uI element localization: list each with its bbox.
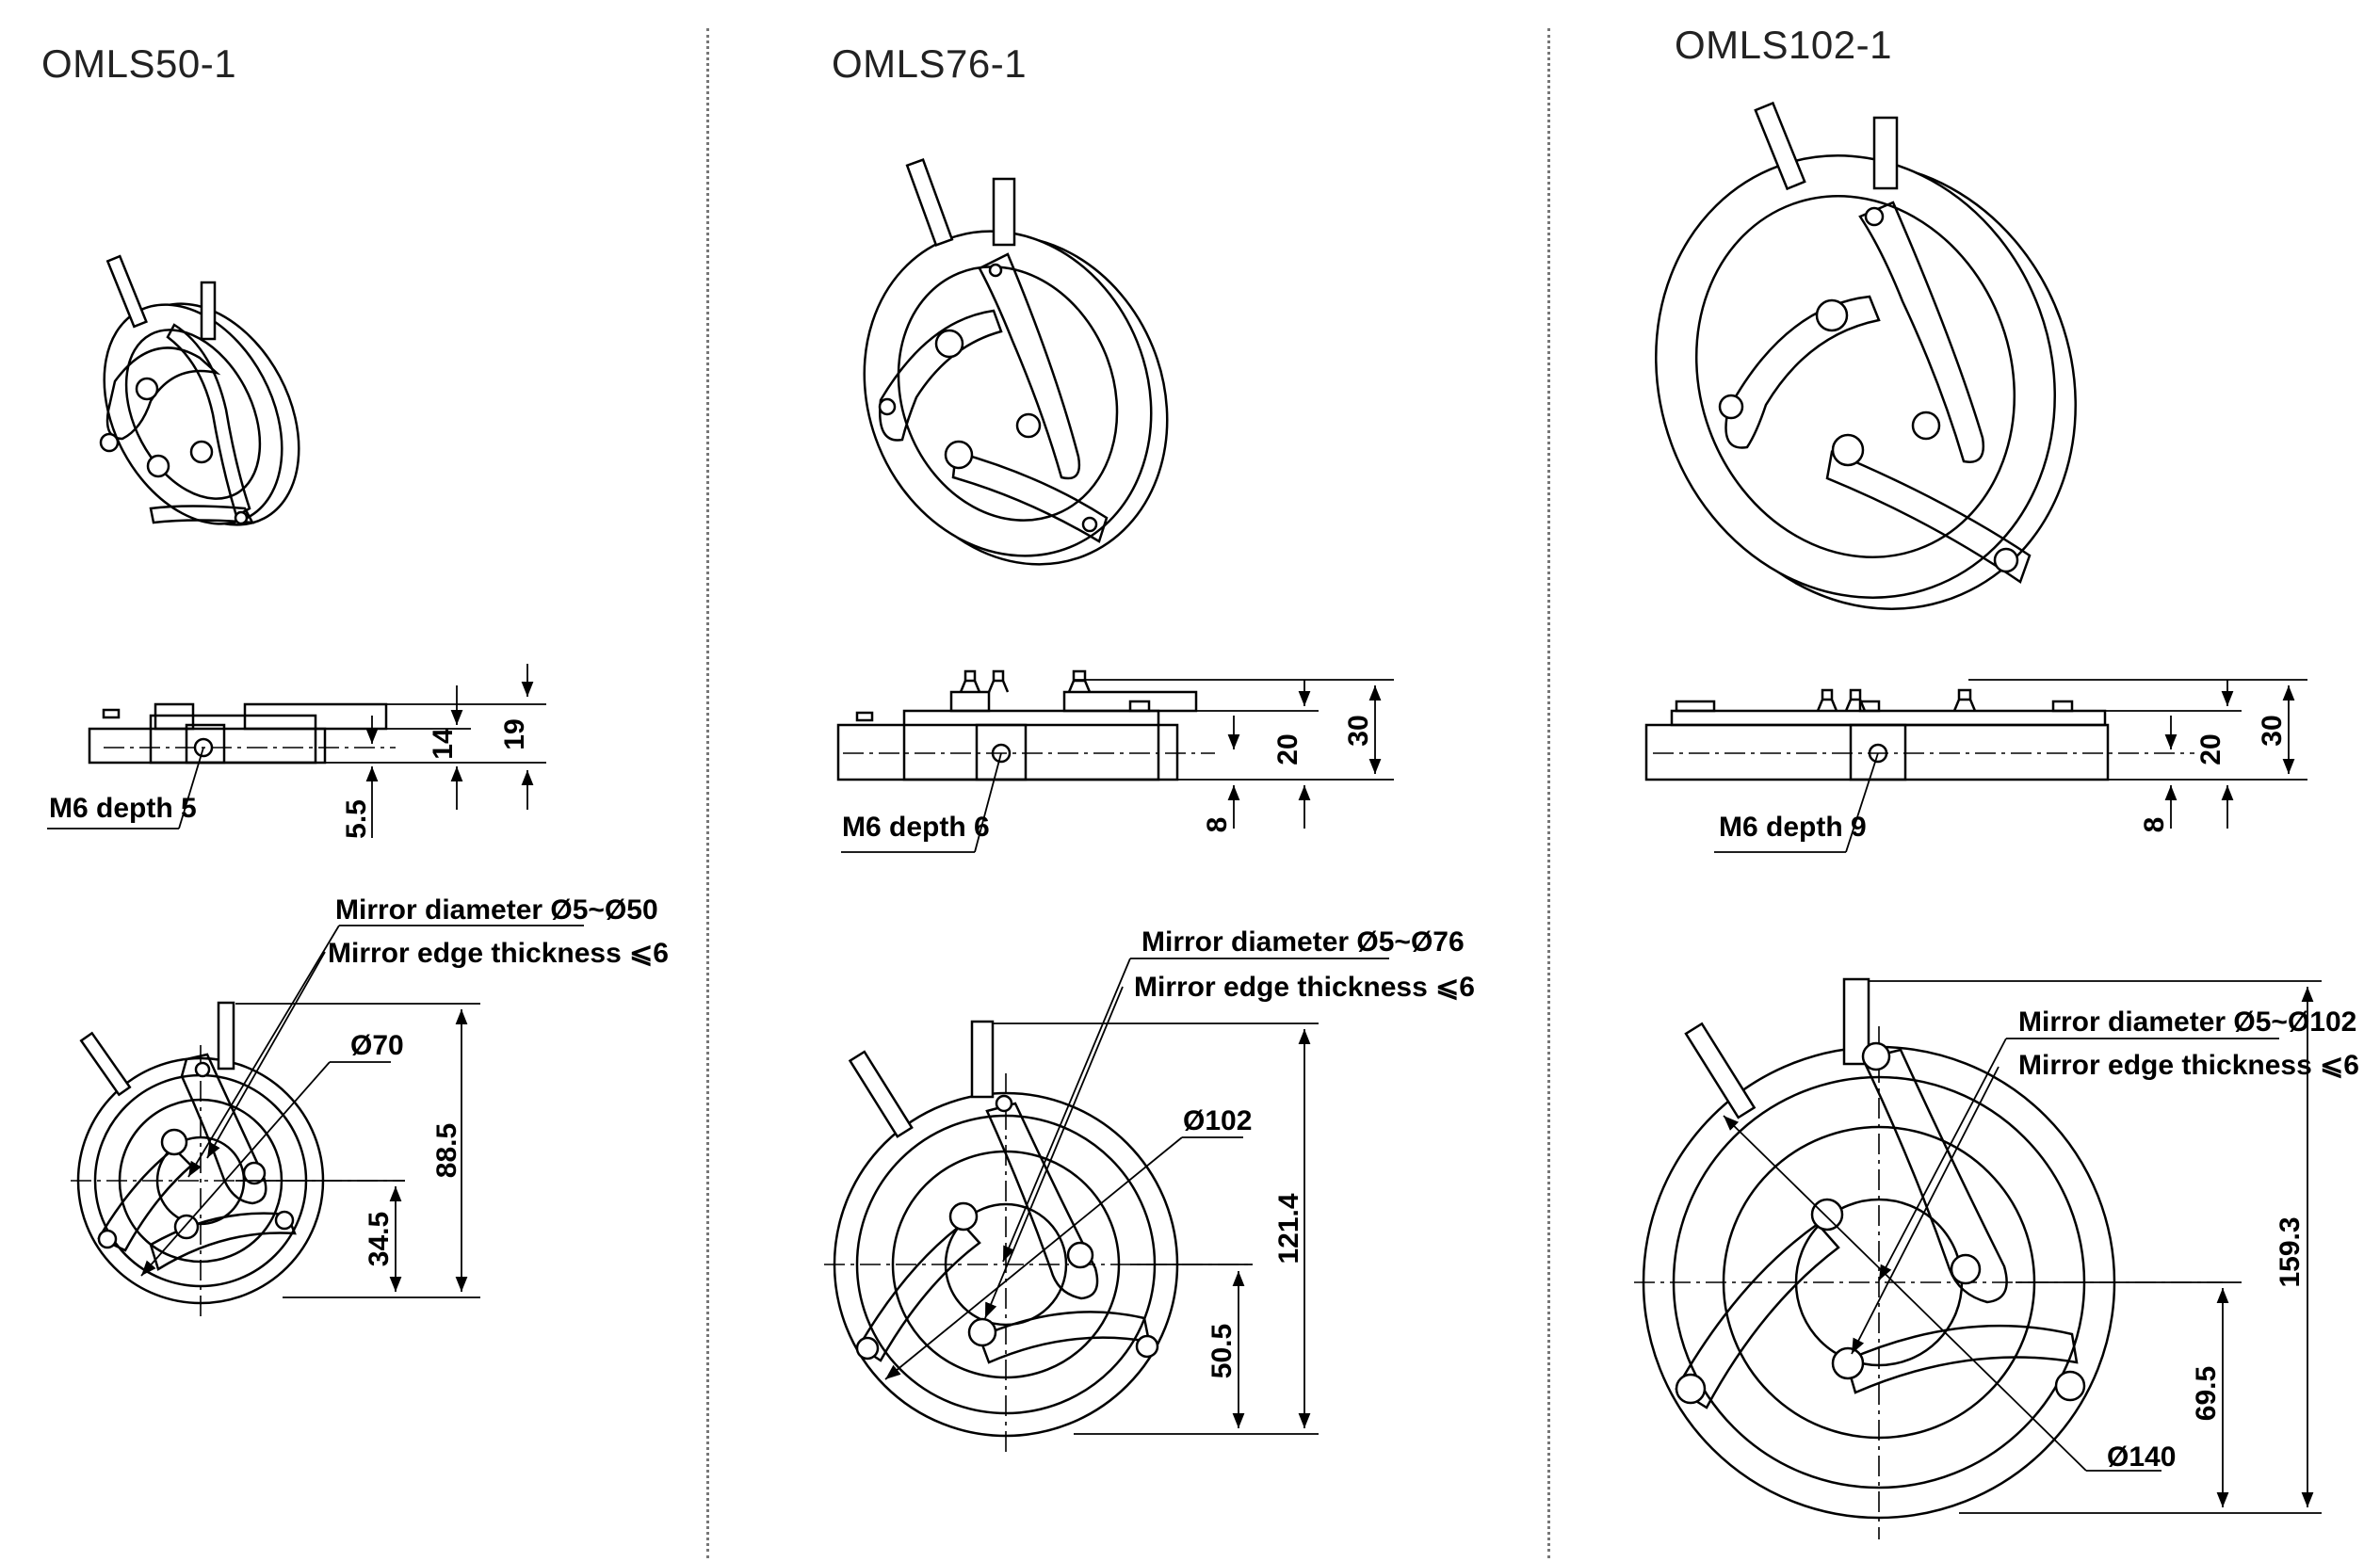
dim-center-height-omls50: 34.5	[364, 1212, 395, 1266]
dim-body-height-omls102: 20	[2195, 733, 2226, 765]
thread-label-omls102: M6 depth 9	[1719, 812, 1867, 843]
mirror-edge-omls76: Mirror edge thickness ⩽6	[1134, 972, 1475, 1003]
model-title-omls50: OMLS50-1	[41, 41, 237, 86]
mirror-diameter-omls50: Mirror diameter Ø5~Ø50	[335, 894, 658, 926]
dim-center-height-omls76: 50.5	[1206, 1324, 1238, 1378]
front-view-omls76	[824, 958, 1389, 1455]
dim-body-height-omls50: 14	[428, 728, 459, 760]
dim-body-height-omls76: 20	[1272, 733, 1303, 765]
iso-view-omls50	[99, 254, 300, 526]
column-divider-1	[706, 28, 709, 1558]
side-view-omls102	[1644, 679, 2307, 853]
dim-hole-height-omls76: 8	[1202, 817, 1233, 833]
thread-label-omls76: M6 depth 6	[842, 812, 990, 843]
dim-center-height-omls102: 69.5	[2191, 1366, 2222, 1421]
dim-total-height-omls50: 19	[499, 718, 530, 749]
thread-label-omls50: M6 depth 5	[49, 793, 197, 824]
mirror-diameter-omls102: Mirror diameter Ø5~Ø102	[2018, 1006, 2356, 1038]
model-title-omls76: OMLS76-1	[832, 41, 1028, 86]
side-view-omls50	[47, 664, 546, 838]
dim-overall-height-omls102: 159.3	[2275, 1216, 2306, 1287]
iso-view-omls76	[863, 158, 1169, 566]
outer-diameter-omls76: Ø102	[1183, 1105, 1252, 1136]
side-view-omls76	[836, 669, 1394, 853]
outer-diameter-omls102: Ø140	[2107, 1441, 2176, 1473]
mirror-edge-omls102: Mirror edge thickness ⩽6	[2018, 1050, 2359, 1081]
dim-overall-height-omls76: 121.4	[1273, 1193, 1304, 1264]
outer-diameter-omls50: Ø70	[350, 1030, 404, 1061]
iso-view-omls102	[1655, 101, 2077, 610]
column-divider-2	[1547, 28, 1550, 1558]
front-view-omls102	[1634, 977, 2322, 1539]
dim-total-height-omls76: 30	[1343, 715, 1374, 746]
dim-hole-height-omls102: 8	[2139, 817, 2170, 833]
mirror-diameter-omls76: Mirror diameter Ø5~Ø76	[1141, 926, 1465, 958]
model-title-omls102: OMLS102-1	[1675, 23, 1892, 67]
mirror-edge-omls50: Mirror edge thickness ⩽6	[328, 938, 669, 969]
dim-hole-height-omls50: 5.5	[341, 799, 372, 839]
dim-overall-height-omls50: 88.5	[431, 1123, 462, 1178]
dim-total-height-omls102: 30	[2257, 715, 2288, 746]
front-view-omls50	[71, 925, 584, 1318]
